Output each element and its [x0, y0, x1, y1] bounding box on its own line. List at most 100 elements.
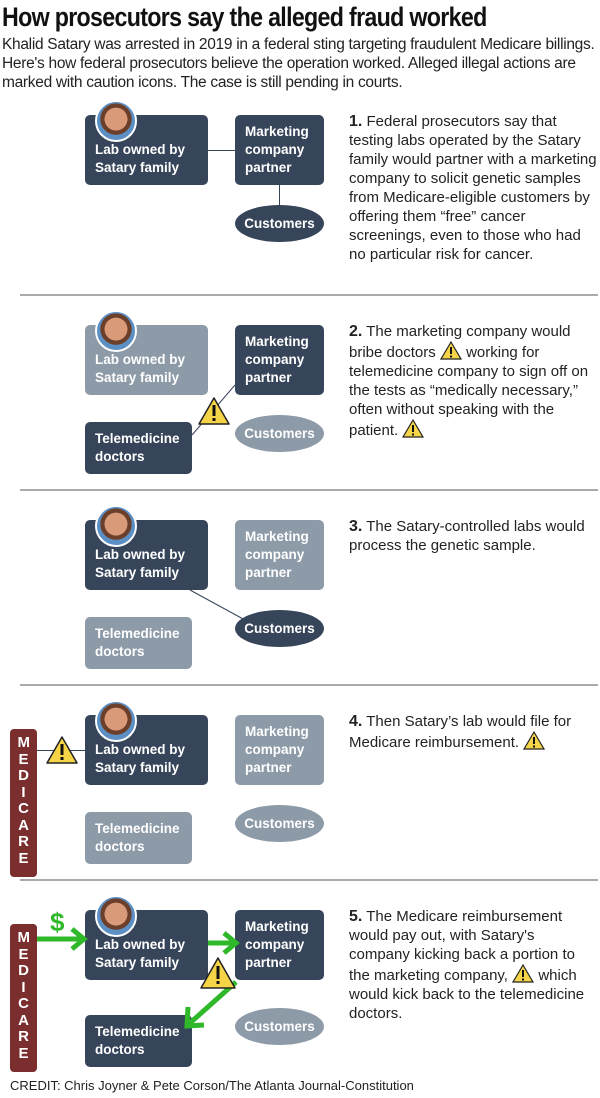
- mkt-label: partner: [245, 160, 292, 175]
- telemedicine-box: Telemedicine doctors: [85, 617, 192, 669]
- marketing-box: Marketing company partner: [235, 715, 324, 785]
- satary-avatar: [95, 700, 137, 742]
- mkt-label: Marketing: [245, 334, 309, 349]
- step-3-panel: Lab owned by Satary family Marketing compa…: [0, 505, 600, 700]
- money-arrow-medicare-to-lab: [37, 927, 88, 951]
- customers-ellipse: Customers: [235, 415, 324, 452]
- lab-label: Satary family: [95, 955, 180, 970]
- connector-line: [279, 185, 280, 205]
- lab-box: Lab owned by Satary family: [85, 325, 208, 395]
- tele-label: Telemedicine: [95, 821, 180, 836]
- step-5-panel: MEDICARE Lab owned by Satary family Marke…: [0, 895, 600, 1090]
- warning-icon: [439, 340, 462, 360]
- mkt-label: Marketing: [245, 919, 309, 934]
- mkt-label: company: [245, 352, 305, 367]
- mkt-label: partner: [245, 370, 292, 385]
- customers-ellipse: Customers: [235, 1008, 324, 1045]
- step-5-text: 5. The Medicare reimbursement would pay …: [349, 907, 599, 1023]
- dollar-sign: $: [50, 907, 65, 937]
- step-number: 3.: [349, 518, 363, 535]
- lab-label: Lab owned by: [95, 142, 186, 157]
- connector-line: [191, 384, 236, 436]
- mkt-label: Marketing: [245, 124, 309, 139]
- warning-icon: [198, 397, 230, 425]
- step-description: Then Satary’s lab would file for Medicar…: [349, 713, 572, 751]
- step-4-text: 4. Then Satary’s lab would file for Medi…: [349, 712, 599, 752]
- warning-icon: [402, 418, 425, 438]
- marketing-box: Marketing company partner: [235, 325, 324, 395]
- mkt-label: Marketing: [245, 724, 309, 739]
- step-4-panel: MEDICARE Lab owned by Satary family Marke…: [0, 700, 600, 895]
- warning-icon: [512, 963, 535, 983]
- intro-text: Khalid Satary was arrested in 2019 in a …: [2, 36, 595, 91]
- divider: [20, 489, 598, 491]
- credit-line: CREDIT: Chris Joyner & Pete Corson/The A…: [10, 1078, 414, 1093]
- customers-ellipse: Customers: [235, 205, 324, 242]
- medicare-bar: MEDICARE: [10, 729, 37, 877]
- tele-label: doctors: [95, 449, 145, 464]
- step-description: The Medicare reimbursement would pay out…: [349, 908, 575, 984]
- step-number: 5.: [349, 908, 363, 925]
- step-number: 4.: [349, 713, 363, 730]
- tele-label: Telemedicine: [95, 431, 180, 446]
- mkt-label: company: [245, 142, 305, 157]
- step-3-text: 3. The Satary-controlled labs would proc…: [349, 517, 599, 555]
- customers-ellipse: Customers: [235, 610, 324, 647]
- step-2-panel: Lab owned by Satary family Marketing compa…: [0, 310, 600, 505]
- lab-label: Satary family: [95, 160, 180, 175]
- warning-icon: [200, 957, 236, 989]
- step-1-text: 1. Federal prosecutors say that testing …: [349, 112, 599, 264]
- medicare-bar: MEDICARE: [10, 924, 37, 1072]
- medicare-label: MEDICARE: [17, 929, 31, 1062]
- divider: [20, 294, 598, 296]
- step-description: working for telemedicine company to sign…: [349, 344, 589, 439]
- lab-label: Satary family: [95, 760, 180, 775]
- money-arrow-marketing-to-telemedicine: [184, 980, 238, 1029]
- lab-label: Lab owned by: [95, 742, 186, 757]
- satary-avatar: [95, 505, 137, 547]
- tele-label: Telemedicine: [95, 1024, 180, 1039]
- marketing-box: Marketing company partner: [235, 910, 324, 980]
- connector-line: [189, 589, 246, 621]
- lab-label: Lab owned by: [95, 937, 186, 952]
- step-description: The marketing company would bribe doctor…: [349, 323, 571, 361]
- lab-label: Lab owned by: [95, 547, 186, 562]
- mkt-label: partner: [245, 955, 292, 970]
- lab-label: Satary family: [95, 565, 180, 580]
- step-number: 2.: [349, 323, 363, 340]
- warning-icon: [523, 730, 546, 750]
- mkt-label: company: [245, 937, 305, 952]
- step-2-text: 2. The marketing company would bribe doc…: [349, 322, 599, 440]
- tele-label: doctors: [95, 644, 145, 659]
- mkt-label: company: [245, 547, 305, 562]
- step-description: which would kick back to the telemedicin…: [349, 967, 585, 1022]
- marketing-box: Marketing company partner: [235, 520, 324, 590]
- lab-label: Lab owned by: [95, 352, 186, 367]
- satary-avatar: [95, 310, 137, 352]
- satary-avatar: [95, 100, 137, 142]
- telemedicine-box: Telemedicine doctors: [85, 812, 192, 864]
- satary-avatar: [95, 895, 137, 937]
- mkt-label: partner: [245, 565, 292, 580]
- customers-ellipse: Customers: [235, 805, 324, 842]
- lab-label: Satary family: [95, 370, 180, 385]
- tele-label: Telemedicine: [95, 626, 180, 641]
- step-description: Federal prosecutors say that testing lab…: [349, 113, 597, 263]
- divider: [20, 684, 598, 686]
- tele-label: doctors: [95, 1042, 145, 1057]
- step-1-panel: Lab owned by Satary family Marketing compa…: [0, 100, 600, 295]
- mkt-label: Marketing: [245, 529, 309, 544]
- telemedicine-box: Telemedicine doctors: [85, 1015, 192, 1067]
- step-description: The Satary-controlled labs would process…: [349, 518, 585, 554]
- step-number: 1.: [349, 113, 363, 130]
- page-title: How prosecutors say the alleged fraud wo…: [2, 2, 487, 32]
- connector-line: [208, 150, 235, 151]
- warning-icon: [46, 736, 78, 764]
- medicare-label: MEDICARE: [17, 734, 31, 867]
- marketing-box: Marketing company partner: [235, 115, 324, 185]
- mkt-label: company: [245, 742, 305, 757]
- money-arrow-lab-to-marketing: [208, 931, 240, 955]
- tele-label: doctors: [95, 839, 145, 854]
- telemedicine-box: Telemedicine doctors: [85, 422, 192, 474]
- mkt-label: partner: [245, 760, 292, 775]
